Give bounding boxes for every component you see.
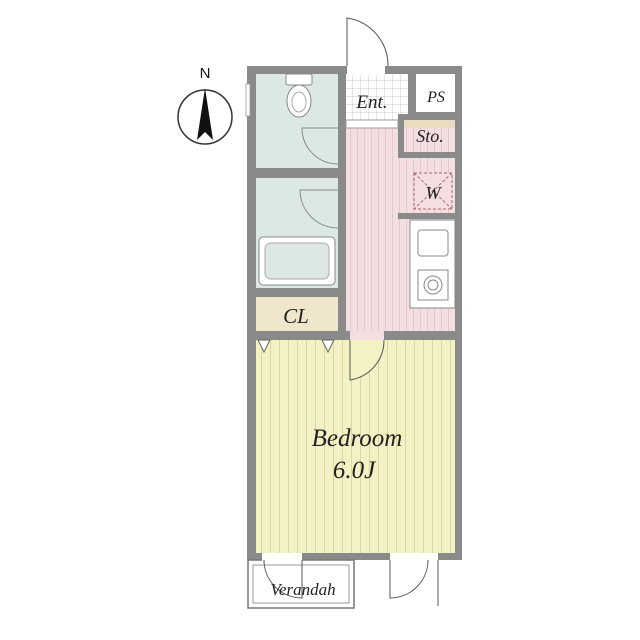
verandah-door-gap	[262, 553, 302, 561]
bedroom-door-gap	[350, 331, 384, 340]
bedroom-size-label: 6.0J	[333, 457, 377, 484]
washer-cross-2	[413, 172, 453, 210]
entrance-step	[345, 119, 399, 129]
toilet-icon	[285, 73, 313, 118]
sink-icon	[417, 229, 449, 257]
closet-label: CL	[283, 304, 309, 328]
closet-door-mark-right	[321, 339, 335, 354]
verandah-door-swing	[263, 559, 303, 599]
closet-door-mark-left	[257, 339, 271, 354]
side-window	[245, 83, 251, 117]
toilet-door-swing	[301, 127, 339, 165]
stove-icon	[417, 269, 449, 301]
verandah-area	[247, 559, 355, 609]
storage-wall	[398, 114, 404, 154]
washer-label: W	[426, 183, 443, 203]
storage-wall-top	[398, 114, 455, 120]
compass-needle-icon	[197, 88, 213, 140]
window-gap	[390, 553, 438, 561]
bedroom-name-label: Bedroom	[312, 425, 403, 452]
closet-area	[256, 297, 338, 331]
bath-door-swing	[299, 189, 339, 229]
pipe-space-area	[416, 74, 455, 112]
compass: N	[177, 65, 233, 145]
storage-label: Sto.	[416, 126, 444, 146]
bedroom-door-swing	[349, 339, 385, 381]
entrance-label: Ent.	[355, 92, 387, 113]
compass-north-label: N	[200, 65, 211, 82]
verandah-inner	[252, 564, 350, 604]
storage-wall-bottom	[398, 152, 455, 158]
pipe-space-label: PS	[426, 89, 445, 106]
entry-door-swing	[346, 17, 389, 67]
entry-door-gap	[347, 64, 385, 76]
entrance-area	[346, 74, 408, 120]
verandah-label: Verandah	[270, 580, 335, 599]
window-swing	[389, 559, 429, 599]
kitchen-counter-wall	[398, 213, 455, 219]
bathtub-basin	[264, 242, 330, 280]
